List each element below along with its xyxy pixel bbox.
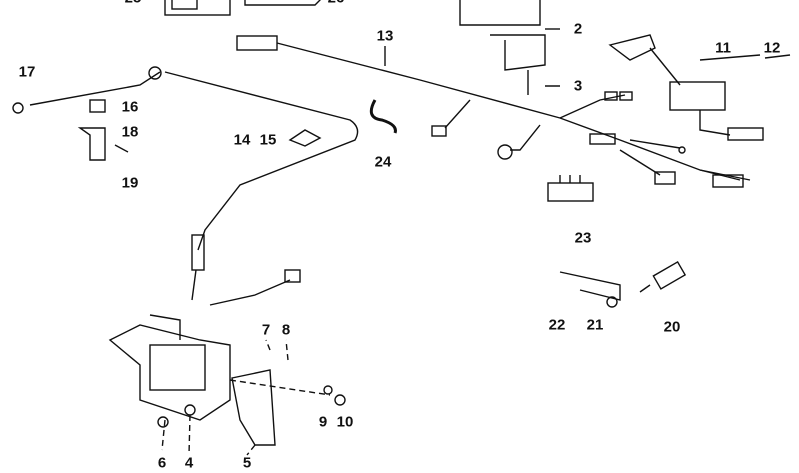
clamp-16-part <box>89 99 106 113</box>
part-label-2: 2 <box>573 20 583 38</box>
part-label-7: 7 <box>261 321 271 339</box>
washer-9-part <box>323 385 333 395</box>
switch-lever-part <box>608 34 791 141</box>
switch-20-part <box>639 260 687 293</box>
throttle-cable-part <box>29 66 359 306</box>
relay-part <box>164 0 231 16</box>
bracket-5-part <box>231 369 276 446</box>
leader-lines <box>161 339 331 456</box>
part-label-13: 13 <box>376 27 394 45</box>
part-label-4: 4 <box>184 454 194 472</box>
part-label-20: 20 <box>663 318 681 336</box>
part-label-5: 5 <box>242 454 252 472</box>
screw-19-part <box>114 144 129 153</box>
clip-part <box>369 99 397 134</box>
nut-6-part <box>157 416 169 428</box>
connector-23-part <box>547 175 594 202</box>
part-label-6: 6 <box>157 454 167 472</box>
part-label-24: 24 <box>374 153 392 171</box>
part-label-26: 26 <box>328 0 345 7</box>
part-label-18: 18 <box>121 123 139 141</box>
bracket-part-top <box>244 0 321 6</box>
part-label-16: 16 <box>121 98 139 116</box>
part-label-22: 22 <box>548 316 566 334</box>
part-label-9: 9 <box>318 413 328 431</box>
part-label-23: 23 <box>574 229 592 247</box>
part-label-14: 14 <box>233 131 251 149</box>
part-label-11: 11 <box>715 39 731 57</box>
bracket-21-part <box>559 271 621 308</box>
clip-15-part <box>288 129 322 147</box>
part-label-3: 3 <box>573 77 583 95</box>
part-label-19: 19 <box>121 174 139 192</box>
wiring-harness-part <box>236 35 751 188</box>
control-unit-part <box>459 0 560 95</box>
nut-10-part <box>334 394 346 406</box>
part-label-21: 21 <box>586 316 604 334</box>
part-label-12: 12 <box>763 39 781 57</box>
bracket-18-part <box>77 127 106 161</box>
part-label-25: 25 <box>125 0 142 7</box>
part-label-15: 15 <box>259 131 277 149</box>
actuator-part <box>108 314 231 421</box>
screw-17-part <box>12 102 24 114</box>
part-label-17: 17 <box>18 63 36 81</box>
part-label-10: 10 <box>336 413 354 431</box>
part-label-8: 8 <box>281 321 291 339</box>
